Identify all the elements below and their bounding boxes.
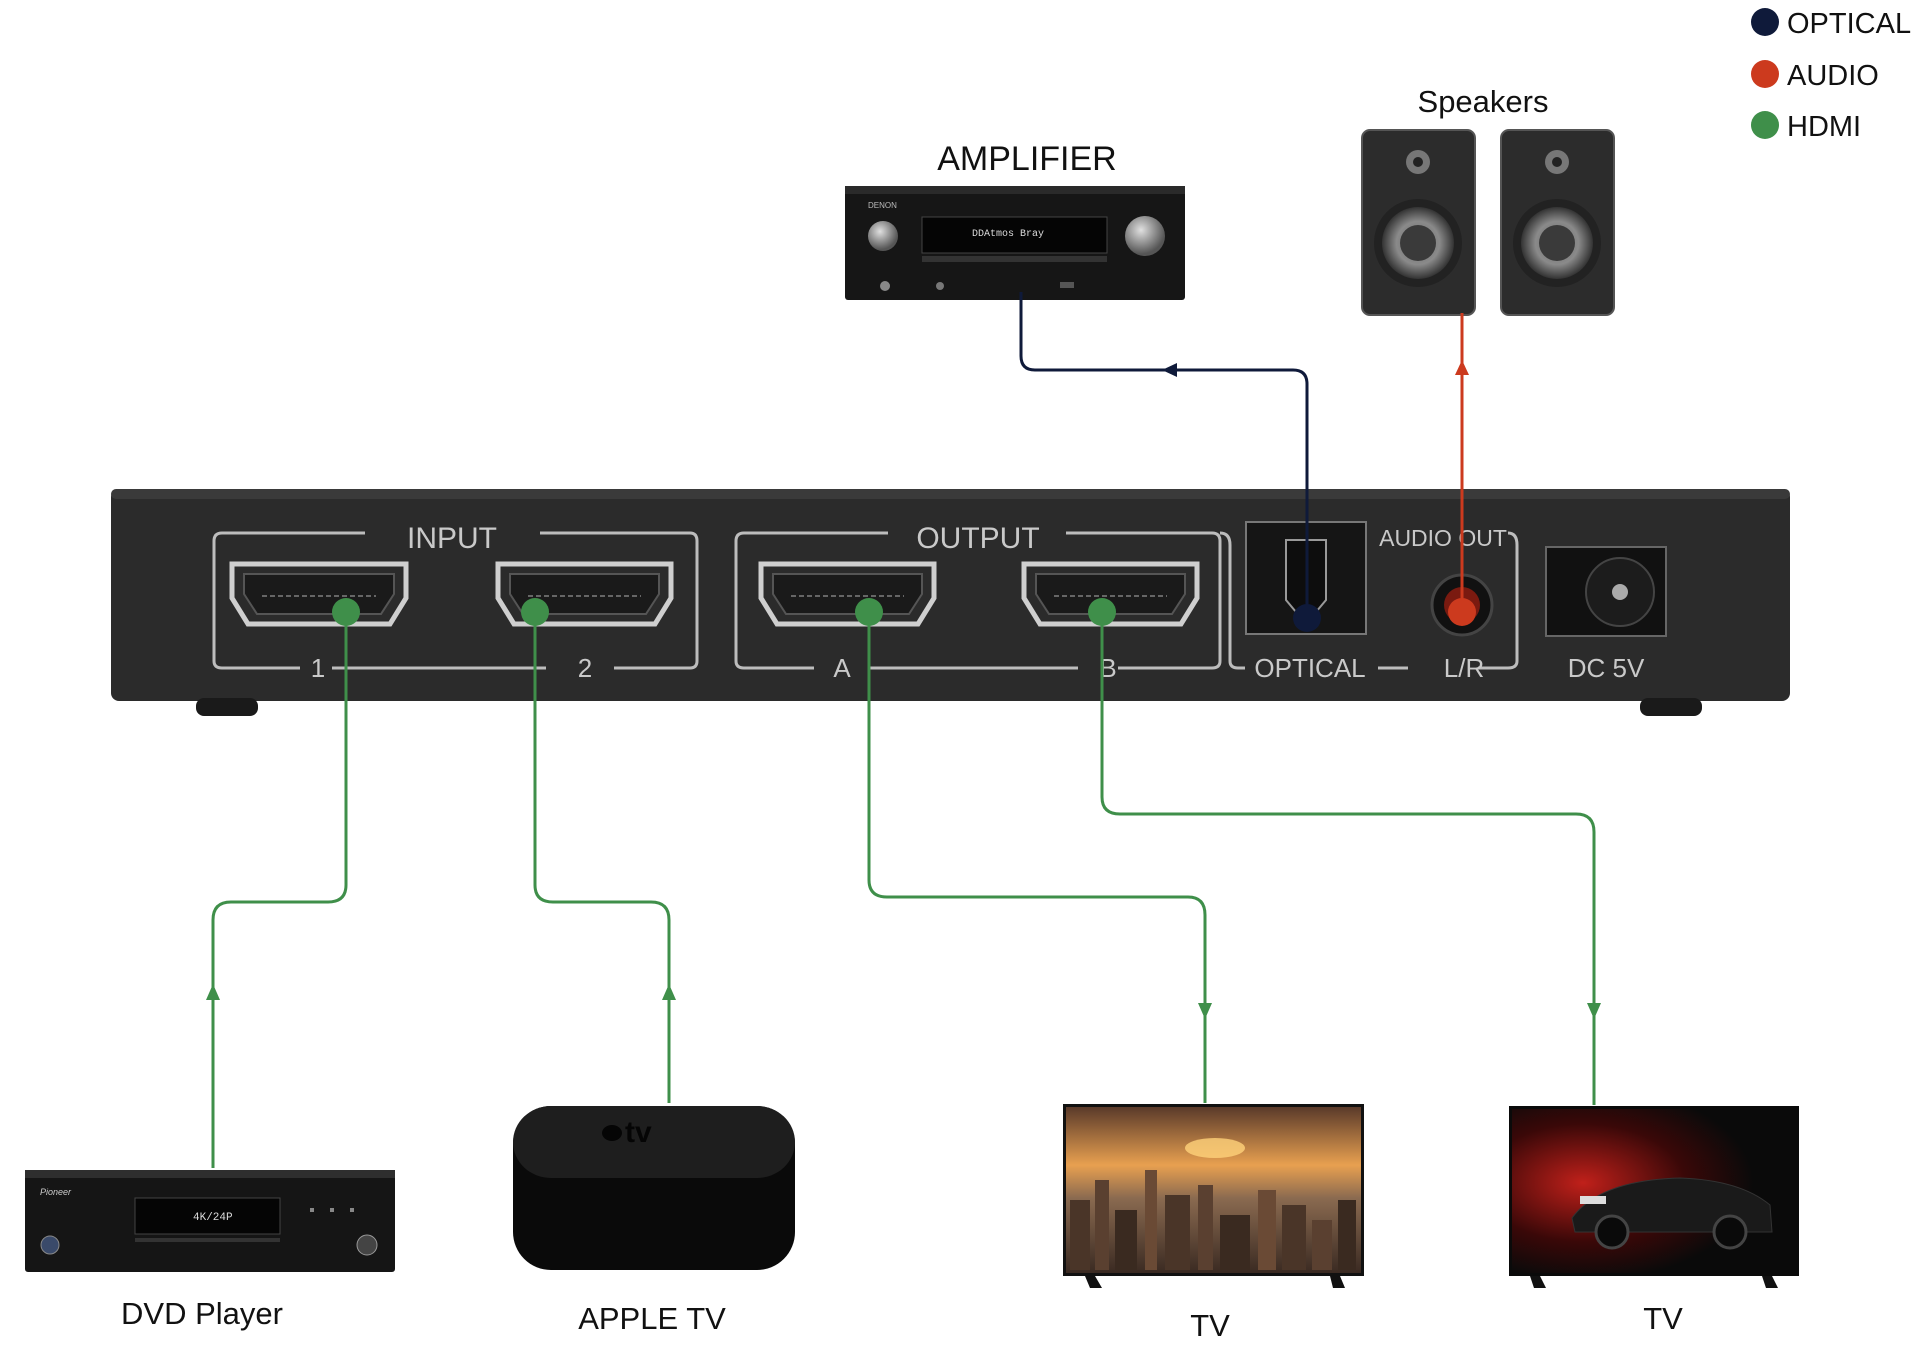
apple-tv-logo-text: tv <box>625 1116 652 1149</box>
output-port-b-label: B <box>1099 653 1116 683</box>
dvd-player-label: DVD Player <box>121 1296 283 1331</box>
apple-tv: tv APPLE TV <box>513 1106 795 1336</box>
hdmi-connection-appletv <box>521 598 676 1103</box>
audio-connection-dot <box>1448 598 1476 626</box>
hdmi-input-1-port <box>229 561 409 627</box>
amplifier-display: DDAtmos Bray <box>972 229 1044 240</box>
input-group-label: INPUT <box>407 522 497 555</box>
speakers: Speakers <box>1361 84 1615 316</box>
optical-port-label: OPTICAL <box>1254 653 1365 683</box>
output-group-label: OUTPUT <box>916 522 1039 555</box>
speakers-label: Speakers <box>1418 84 1549 119</box>
audio-connection <box>1448 313 1476 626</box>
amplifier-knob-left <box>868 221 898 251</box>
apple-logo-icon <box>602 1125 622 1141</box>
input-port-1-label: 1 <box>311 653 325 683</box>
tv-b: TV <box>1509 1106 1799 1336</box>
speaker-right <box>1500 129 1615 316</box>
audio-out-label: AUDIO OUT <box>1379 525 1507 551</box>
legend-hdmi-label: HDMI <box>1787 111 1861 143</box>
legend-optical-dot <box>1751 8 1779 36</box>
dc-port-label: DC 5V <box>1568 653 1645 683</box>
legend-audio-label: AUDIO <box>1787 60 1879 92</box>
amplifier: AMPLIFIER DENON DDAtmos Bray <box>845 140 1185 300</box>
hdmi-connection-tv-b <box>1088 598 1601 1105</box>
speaker-left <box>1361 129 1476 316</box>
hdmi-switch-panel: INPUT 1 2 OUTPUT A B AUDIO OUT OPTICAL L… <box>111 489 1790 716</box>
legend-optical-label: OPTICAL <box>1787 8 1911 40</box>
tv-a: TV <box>1063 1104 1364 1343</box>
amplifier-knob-right <box>1125 216 1165 256</box>
amplifier-brand: DENON <box>868 201 897 210</box>
tv-b-label: TV <box>1643 1301 1683 1336</box>
optical-connection <box>1019 292 1321 632</box>
output-port-a-label: A <box>833 653 851 683</box>
lr-port-label: L/R <box>1444 653 1484 683</box>
dvd-display: 4K/24P <box>193 1212 233 1224</box>
dvd-brand: Pioneer <box>40 1187 72 1197</box>
dvd-player: Pioneer 4K/24P DVD Player <box>25 1170 395 1331</box>
hdmi-output-a-port <box>758 561 937 627</box>
hdmi-connection-tv-a <box>855 598 1212 1103</box>
tv-a-label: TV <box>1190 1308 1230 1343</box>
hdmi-input-2-port <box>495 561 674 627</box>
hdmi-connection-dvd <box>206 598 360 1168</box>
input-port-2-label: 2 <box>578 653 592 683</box>
dc-power-jack <box>1545 546 1667 637</box>
legend: OPTICAL AUDIO HDMI <box>1751 8 1911 143</box>
amplifier-label: AMPLIFIER <box>937 140 1116 178</box>
legend-hdmi-dot <box>1751 111 1779 139</box>
legend-audio-dot <box>1751 60 1779 88</box>
hdmi-output-b-port <box>1021 561 1200 627</box>
optical-connection-dot <box>1293 604 1321 632</box>
apple-tv-label: APPLE TV <box>578 1301 726 1336</box>
